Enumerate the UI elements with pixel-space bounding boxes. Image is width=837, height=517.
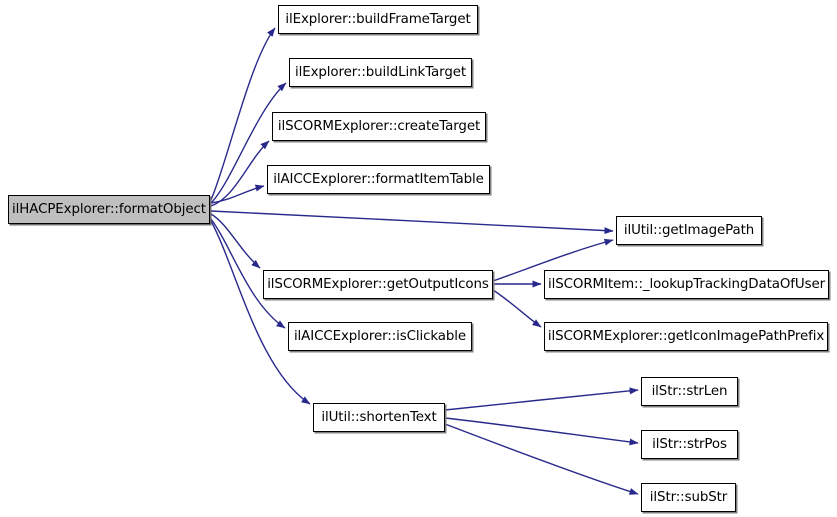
graph-node-label: ilUtil::getImagePath: [623, 222, 755, 238]
graph-node-label: ilSCORMExplorer::getOutputIcons: [267, 276, 489, 292]
graph-node-strPos[interactable]: ilStr::strPos: [641, 430, 738, 459]
graph-node-subStr[interactable]: ilStr::subStr: [641, 483, 736, 512]
graph-node-label: ilExplorer::buildFrameTarget: [285, 11, 471, 27]
call-edge-getOutputIcons-to-getIconImagePathPrefix: [492, 289, 542, 328]
call-edge-shortenText-to-subStr: [444, 423, 639, 495]
call-edge-formatObject-to-buildFrameTarget: [210, 27, 276, 201]
graph-node-label: ilSCORMExplorer::createTarget: [277, 118, 481, 134]
call-edge-formatObject-to-createTarget: [210, 140, 270, 207]
graph-node-label: ilSCORMExplorer::getIconImagePathPrefix: [547, 328, 825, 344]
graph-node-getOutputIcons[interactable]: ilSCORMExplorer::getOutputIcons: [263, 270, 493, 299]
graph-node-label: ilAICCExplorer::formatItemTable: [273, 171, 484, 187]
call-edge-shortenText-to-strLen: [444, 387, 639, 411]
graph-node-formatObject[interactable]: ilHACPExplorer::formatObject: [8, 195, 210, 224]
graph-node-buildLinkTarget[interactable]: ilExplorer::buildLinkTarget: [289, 58, 472, 87]
graph-node-label: ilStr::strPos: [652, 436, 727, 452]
call-edge-formatObject-to-getOutputIcons: [210, 213, 261, 269]
call-edge-formatObject-to-shortenText: [210, 220, 311, 405]
call-edge-formatObject-to-getImagePath: [210, 210, 614, 235]
call-edge-shortenText-to-strPos: [444, 417, 639, 446]
graph-node-isClickable[interactable]: ilAICCExplorer::isClickable: [288, 322, 472, 351]
graph-node-getImagePath[interactable]: ilUtil::getImagePath: [616, 216, 762, 245]
graph-node-label: ilSCORMItem::_lookupTrackingDataOfUser: [547, 276, 826, 292]
graph-node-buildFrameTarget[interactable]: ilExplorer::buildFrameTarget: [278, 5, 478, 34]
graph-node-strLen[interactable]: ilStr::strLen: [641, 377, 738, 406]
graph-node-label: ilHACPExplorer::formatObject: [12, 201, 206, 217]
graph-node-label: ilStr::subStr: [649, 489, 728, 505]
graph-node-createTarget[interactable]: ilSCORMExplorer::createTarget: [272, 112, 486, 141]
graph-node-label: ilStr::strLen: [651, 383, 728, 399]
graph-node-shortenText[interactable]: ilUtil::shortenText: [313, 403, 445, 432]
call-edge-formatObject-to-formatItemTable: [210, 184, 265, 204]
graph-node-label: ilAICCExplorer::isClickable: [293, 328, 467, 344]
graph-node-label: ilUtil::shortenText: [321, 409, 437, 425]
graph-node-lookupTrackingDataOfUser[interactable]: ilSCORMItem::_lookupTrackingDataOfUser: [544, 270, 829, 299]
graph-node-formatItemTable[interactable]: ilAICCExplorer::formatItemTable: [267, 165, 490, 194]
graph-node-label: ilExplorer::buildLinkTarget: [294, 64, 467, 80]
graph-node-getIconImagePathPrefix[interactable]: ilSCORMExplorer::getIconImagePathPrefix: [544, 322, 828, 351]
